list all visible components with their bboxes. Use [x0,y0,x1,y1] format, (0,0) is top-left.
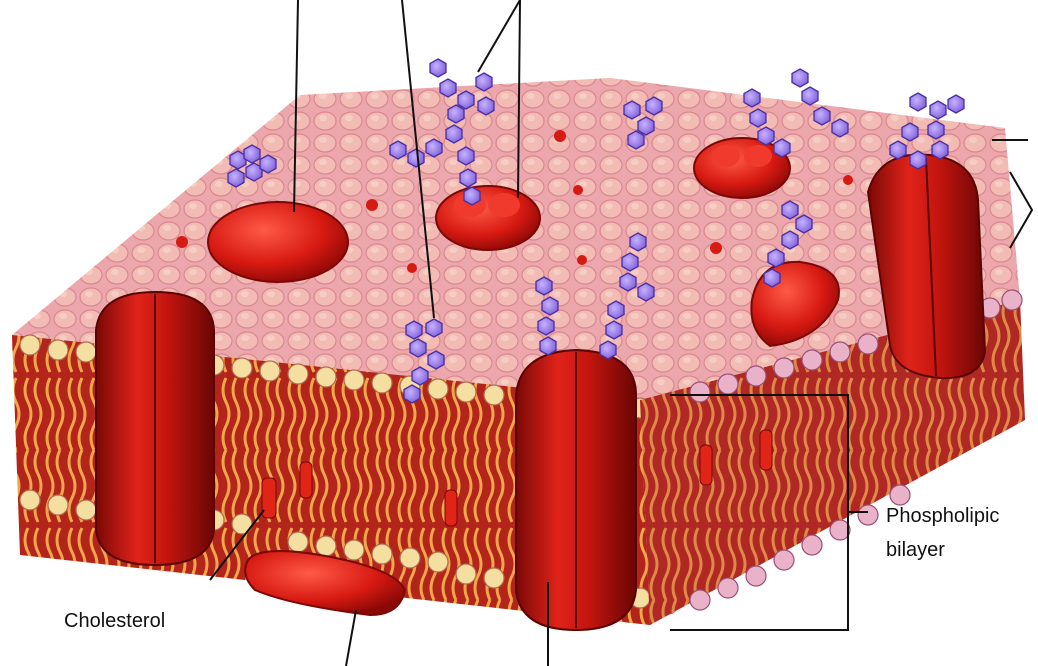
transmembrane-protein-center [516,350,636,630]
peripheral-protein-top [208,202,348,282]
phospholipid-bilayer-label-line2: bilayer [886,537,945,563]
transmembrane-protein-left [96,292,214,565]
cholesterol-label: Cholesterol [64,608,165,634]
phospholipid-bilayer-label-line1: Phospholipic [886,503,999,529]
glycoprotein-center [436,186,540,250]
